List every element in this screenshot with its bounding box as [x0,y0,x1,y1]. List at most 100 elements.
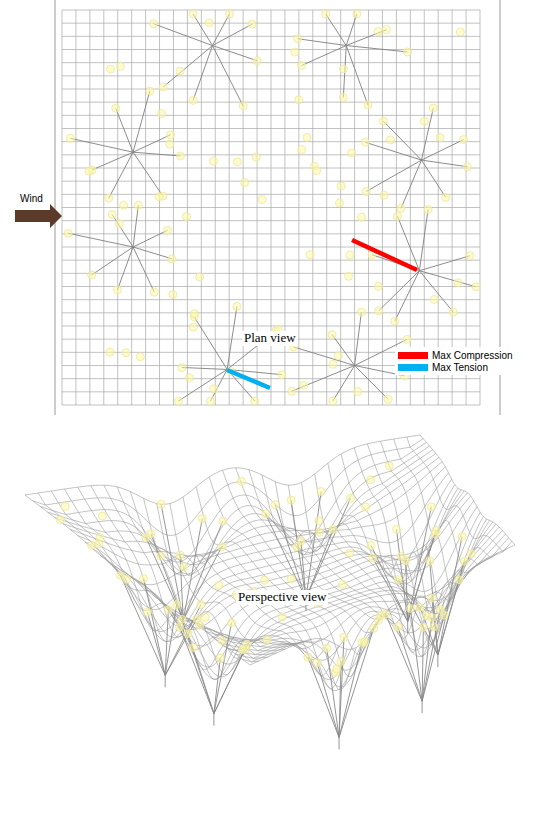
column-branch [144,579,166,676]
node-marker [107,65,115,73]
grid-line [160,507,477,679]
grid-line [341,454,462,612]
branch-line [333,366,355,402]
node-marker [143,608,151,616]
node-marker [278,371,286,379]
branch-line [379,271,420,311]
node-marker [205,19,213,27]
node-marker [176,152,184,160]
branch-line [133,205,138,247]
grid-line [25,435,420,504]
grid-line [420,435,515,545]
grid-line [315,474,445,645]
node-marker [291,48,299,56]
branch-line [92,247,133,275]
node-marker [442,193,450,201]
branch-line [211,369,228,401]
node-marker [298,146,306,154]
view-title: Plan view [242,331,298,346]
column-branch [410,609,422,702]
node-marker [176,67,184,75]
node-marker [197,600,205,608]
grid-line [62,405,480,406]
legend-text: Max Compression [432,350,513,361]
grid-line [196,487,365,677]
branch-line [92,152,133,170]
grid-line [62,391,480,392]
grid-line [382,10,383,405]
node-marker [374,27,382,35]
node-marker [294,35,302,43]
node-marker [136,353,144,361]
node-marker [116,62,124,70]
node-marker [180,563,188,571]
node-marker [295,96,303,104]
node-marker [422,612,430,620]
node-markers [64,10,480,405]
column-branch [339,637,344,737]
node-marker [329,525,337,533]
node-marker [380,191,388,199]
node-marker [164,606,172,614]
node-marker [406,605,414,613]
node-marker [184,630,192,638]
node-marker [454,279,462,287]
node-marker [178,363,186,371]
node-marker [431,530,439,538]
grid-line [368,10,369,405]
critical-member [227,370,270,388]
node-marker [218,637,226,645]
column-branch [275,505,306,599]
grid-line [62,312,480,313]
grid-line [328,463,453,623]
branch-line [355,366,389,400]
grid-line [168,512,481,676]
branch-line [133,247,172,259]
grid-line [480,10,481,405]
node-marker [361,138,369,146]
node-marker [207,397,215,405]
branch-line [70,138,133,152]
branch-line [178,369,227,401]
branch-line [419,210,428,271]
node-marker [189,323,197,331]
node-marker [228,619,236,627]
grid-line [236,468,392,619]
node-marker [218,543,226,551]
branch-line [395,271,420,322]
node-marker [233,158,241,166]
wind-label: Wind [18,193,45,205]
column-branch [306,492,321,599]
node-marker [315,528,323,536]
legend-row: Max Tension [398,361,513,373]
shell-grid [25,435,515,691]
node-marker [225,10,233,18]
node-marker [185,374,193,382]
node-marker [198,515,206,523]
node-marker [340,65,348,73]
node-marker [120,201,128,209]
node-marker [157,500,165,508]
column-branch [214,645,247,714]
branch-line [133,152,163,196]
grid-line [104,485,303,674]
grid-line [466,10,467,405]
node-marker [382,26,390,34]
node-marker [313,167,321,175]
column-branch [373,558,408,621]
node-marker [340,633,348,641]
column-branch [317,663,339,738]
node-marker [105,194,113,202]
branch-line [193,14,212,46]
node-marker [168,255,176,263]
grid-line [62,260,480,261]
branch-line [302,46,347,66]
node-marker [460,136,468,144]
grid-line [62,286,480,287]
column-branch [161,504,183,620]
node-marker [394,623,402,631]
tree-branches [68,14,476,401]
branch-line [366,160,421,191]
